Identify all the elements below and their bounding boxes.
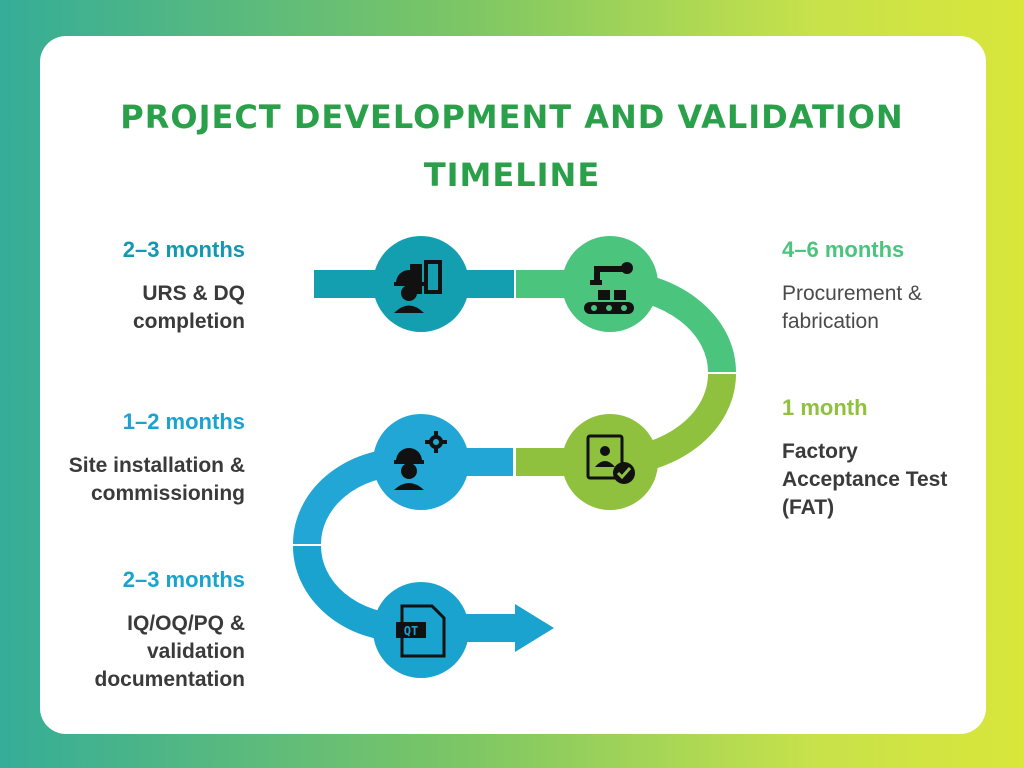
step-2-description: Procurement & fabrication [782, 280, 922, 336]
step-2-duration: 4–6 months [782, 237, 905, 262]
step-4-desc-line-1: Site installation & [68, 454, 245, 477]
step-3-desc-line-1: Factory [782, 440, 858, 463]
step-4-desc-line-2: commissioning [90, 482, 245, 505]
step-5-desc-line-1: IQ/OQ/PQ & [127, 612, 245, 635]
step-4-duration: 1–2 months [122, 409, 245, 434]
step-5-desc-line-2: validation [146, 640, 245, 663]
step-3-desc-line-2: Acceptance Test [782, 468, 948, 491]
step-3-description: Factory Acceptance Test (FAT) [782, 438, 947, 522]
engineer-documents-icon [373, 236, 469, 332]
title-line-2: TIMELINE [423, 156, 601, 194]
robotic-arm-conveyor-icon [562, 236, 658, 332]
step-5-description: IQ/OQ/PQ & validation documentation [95, 610, 246, 694]
qt-document-icon: QT [373, 582, 469, 678]
inspection-checkmark-icon [562, 414, 658, 510]
step-1-desc-line-1: URS & DQ [142, 282, 245, 305]
step-2-desc-line-1: Procurement & [782, 282, 923, 305]
step-3-desc-line-3: (FAT) [782, 496, 835, 519]
step-3-duration: 1 month [782, 395, 868, 420]
step-5-desc-line-3: documentation [94, 668, 246, 691]
step-4-description: Site installation & commissioning [69, 452, 245, 508]
page-title: PROJECT DEVELOPMENT AND VALIDATION TIMEL… [0, 88, 1024, 204]
step-1-description: URS & DQ completion [133, 280, 245, 336]
step-1-duration: 2–3 months [122, 237, 245, 262]
engineer-gear-icon [373, 414, 469, 510]
title-line-1: PROJECT DEVELOPMENT AND VALIDATION [120, 98, 904, 136]
step-5-duration: 2–3 months [122, 567, 245, 592]
step-1-desc-line-2: completion [132, 310, 245, 333]
arrow-head [515, 604, 554, 652]
svg-text:QT: QT [404, 624, 418, 638]
step-2-desc-line-2: fabrication [782, 310, 879, 333]
